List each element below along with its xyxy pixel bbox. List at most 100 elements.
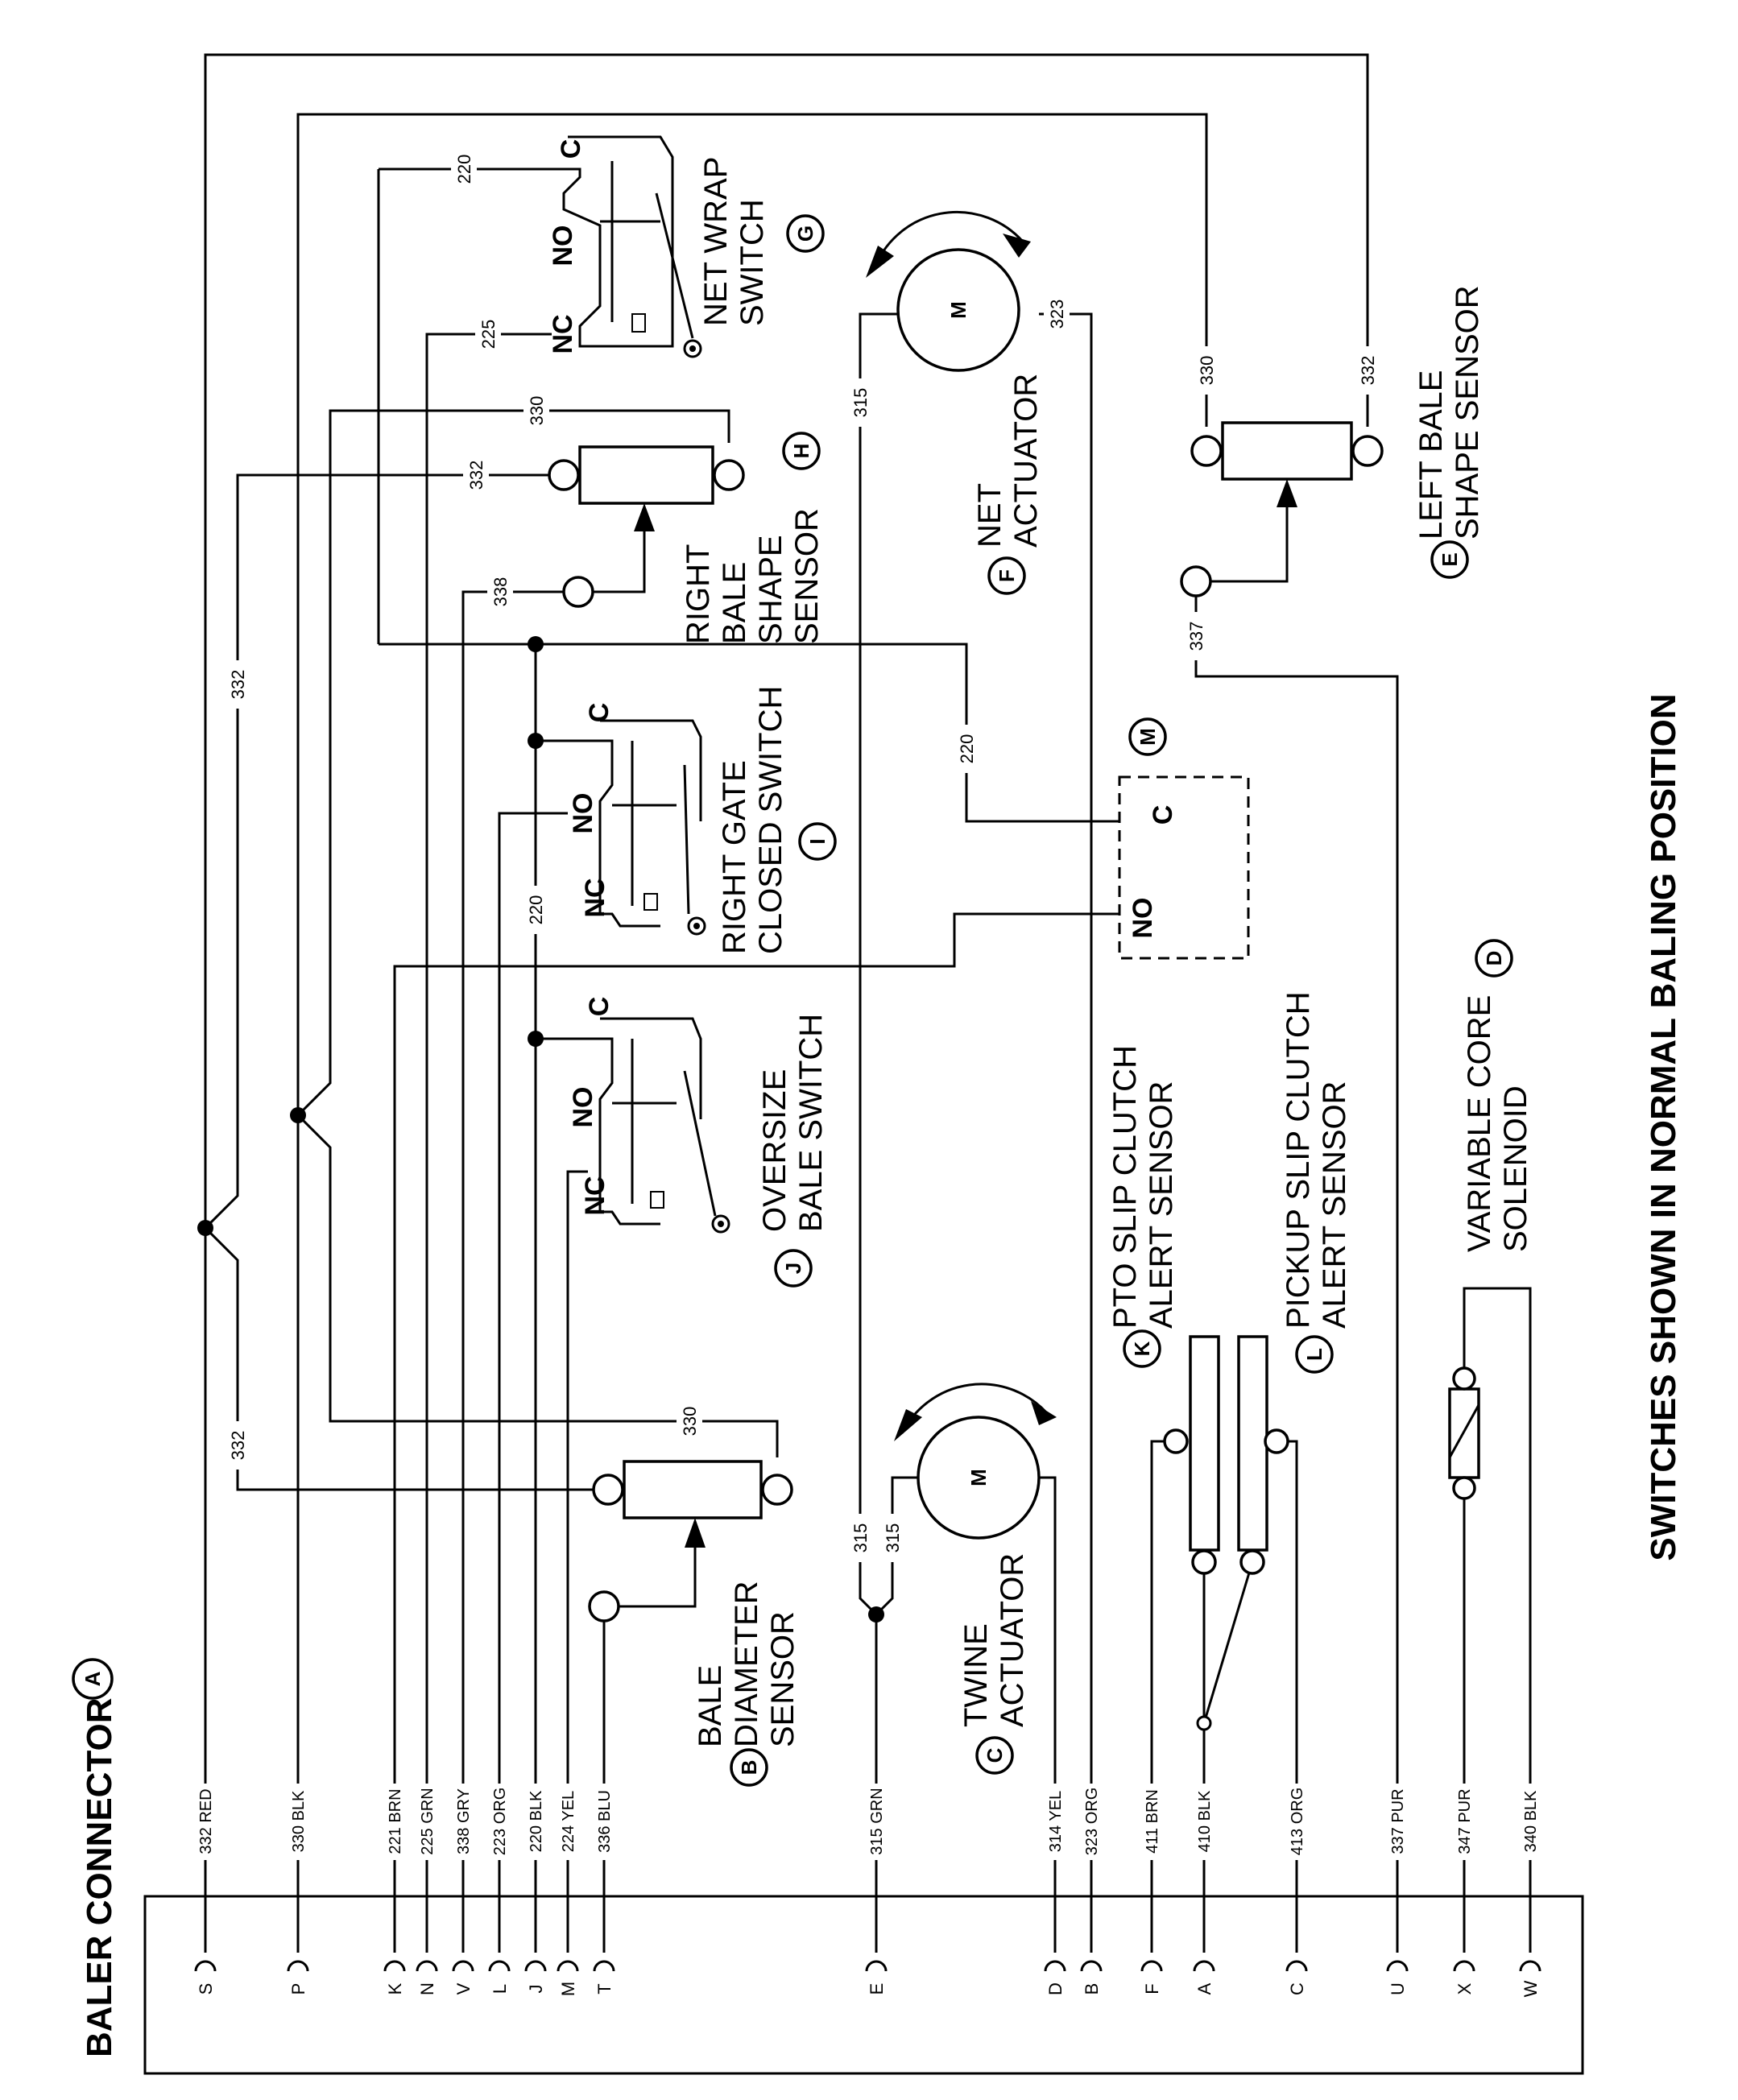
wire-code-label: 314 YEL [1047, 1791, 1065, 1852]
splice-dot [868, 1606, 884, 1623]
splice-dot [290, 1107, 306, 1123]
connector-pin-socket [593, 1960, 615, 1972]
connector-pin-letter: L [490, 1984, 510, 1994]
wire-label-332: 332 [1358, 356, 1378, 386]
wire-label-220: 220 [526, 895, 546, 925]
wire-label-315: 315 [850, 388, 871, 418]
label-net-actuator: ACTUATOR [1008, 374, 1044, 548]
connector-pin-letter: C [1287, 1982, 1307, 1995]
wire-label-315: 315 [883, 1523, 903, 1553]
connector-pin-letter: E [867, 1983, 887, 1995]
connector-pin-socket [1080, 1960, 1103, 1972]
badge-f: F [995, 569, 1019, 582]
connector-pin-socket [287, 1960, 309, 1972]
label-right-gate: RIGHT GATE [717, 760, 752, 954]
wire-label-220: 220 [454, 155, 474, 184]
variable-core-solenoid [1448, 1366, 1480, 1500]
badge-g: G [793, 225, 817, 242]
connector-pin-letter: P [288, 1983, 308, 1995]
label-left-bale-shape: SHAPE SENSOR [1450, 285, 1485, 539]
connector-letter: A [81, 1671, 105, 1686]
wire-label-330: 330 [527, 396, 547, 426]
wire-code-label: 221 BRN [387, 1788, 404, 1854]
wire-code-label: 223 ORG [491, 1788, 509, 1855]
label-bale-diameter: DIAMETER [729, 1581, 764, 1747]
wire-label-330: 330 [680, 1407, 700, 1437]
label-bale-diameter: SENSOR [765, 1611, 801, 1747]
badge-i: I [805, 838, 830, 844]
baler-connector: BALER CONNECTOR A [72, 1658, 1584, 2075]
label-right-bale-shape: SHAPE [753, 535, 788, 644]
label-right-gate: CLOSED SWITCH [753, 686, 788, 954]
connector-pin-socket [452, 1960, 474, 1972]
relay-m [1118, 775, 1250, 960]
connector-pin-letter: W [1521, 1980, 1541, 1997]
wire-label-338: 338 [490, 577, 511, 607]
connector-pin-letter: X [1455, 1982, 1475, 1995]
net-actuator-motor: M [866, 210, 1031, 372]
wire-code-label: 410 BLK [1196, 1790, 1214, 1852]
wire-number-labels: 332 332 332 332 330 330 330 220 220 220 … [225, 155, 1380, 1562]
wire-code-label: 336 BLU [596, 1790, 614, 1853]
connector-pin-socket [1453, 1960, 1475, 1972]
label-pto-slip-clutch: ALERT SENSOR [1144, 1081, 1179, 1329]
relay-contact-c: C [1148, 805, 1178, 825]
splice-dot [528, 733, 544, 749]
wire-label-220: 220 [957, 734, 977, 764]
wire-label-332: 332 [466, 461, 486, 490]
wire-label-332: 332 [228, 1431, 248, 1461]
bale-diameter-sensor [588, 1460, 793, 1623]
twine-actuator-motor: M [894, 1383, 1057, 1540]
label-twine-actuator: ACTUATOR [995, 1553, 1030, 1727]
wire-label-323: 323 [1047, 300, 1067, 329]
badge-m: M [1136, 728, 1160, 746]
connector-pin-socket [1193, 1960, 1215, 1972]
connector-pin-letter: A [1194, 1982, 1215, 1995]
connector-pin-letter: K [385, 1982, 405, 1995]
label-net-actuator: NET [972, 483, 1008, 548]
wire-code-label: 225 GRN [419, 1788, 437, 1854]
motor-symbol: M [946, 301, 970, 319]
contact-no: NO [568, 793, 598, 834]
label-pto-slip-clutch: PTO SLIP CLUTCH [1107, 1045, 1143, 1329]
connector-pin-letter: N [417, 1982, 437, 1995]
badge-c: C [983, 1747, 1007, 1763]
connector-pin-socket [524, 1960, 547, 1972]
wire-code-label: 411 BRN [1144, 1789, 1161, 1854]
motor-symbol: M [966, 1469, 991, 1486]
contact-c: C [556, 139, 586, 159]
component-labels: NET WRAP SWITCH G RIGHT BALE SHAPE SENSO… [681, 157, 1533, 1787]
connector-pin-letter: S [196, 1983, 216, 1995]
connector-pin-letter: T [594, 1983, 615, 1994]
wire-code-label: 340 BLK [1522, 1790, 1540, 1852]
connector-pin-letter: F [1142, 1983, 1162, 1994]
relay-contact-no: NO [1128, 898, 1158, 939]
wire-label-330: 330 [1197, 356, 1217, 386]
contact-nc: NC [580, 1176, 610, 1215]
connector-pin-letter: V [453, 1982, 474, 1995]
wire-code-label: 315 GRN [868, 1788, 886, 1854]
wire-label-225: 225 [478, 320, 499, 349]
badge-j: J [781, 1263, 805, 1274]
connector-pin-letter: D [1045, 1982, 1066, 1995]
connector-pin-socket [1285, 1960, 1308, 1972]
connector-pin-socket [383, 1960, 406, 1972]
label-oversize-bale: BALE SWITCH [793, 1014, 829, 1232]
badge-k: K [1130, 1341, 1154, 1356]
splice-dot [528, 1031, 544, 1047]
label-bale-diameter: BALE [693, 1665, 728, 1747]
contact-nc: NC [580, 878, 610, 917]
right-gate-closed-switch [598, 719, 706, 936]
contact-no: NO [568, 1087, 598, 1128]
splice-dot [197, 1220, 213, 1236]
label-net-wrap: SWITCH [735, 199, 770, 326]
wire-label-315: 315 [850, 1523, 871, 1553]
label-right-bale-shape: RIGHT [681, 544, 716, 644]
badge-e: E [1438, 552, 1462, 566]
wire-code-label: 337 PUR [1389, 1788, 1407, 1854]
connector-pin-socket [488, 1960, 511, 1972]
label-twine-actuator: TWINE [958, 1623, 994, 1727]
contact-no: NO [548, 225, 578, 267]
